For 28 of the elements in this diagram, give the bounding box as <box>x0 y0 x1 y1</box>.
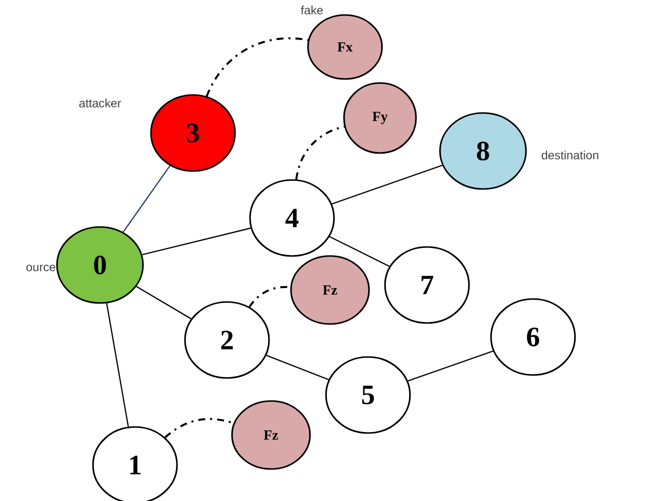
network-node: Fz <box>231 400 311 470</box>
connector <box>266 354 329 380</box>
network-node: 4 <box>249 179 335 257</box>
network-node: 3 <box>150 94 236 172</box>
network-node: Fx <box>307 14 383 80</box>
connector <box>408 350 494 382</box>
connector <box>295 126 345 180</box>
connector <box>329 236 390 267</box>
network-node: 0 <box>56 226 144 304</box>
network-node: 7 <box>384 246 470 324</box>
network-node: 6 <box>490 298 576 376</box>
connector <box>206 37 308 97</box>
network-node: 8 <box>439 112 527 190</box>
network-node: 1 <box>92 426 178 501</box>
network-node: 5 <box>325 356 411 434</box>
network-node: Fy <box>343 82 417 154</box>
node-caption: ource <box>26 264 56 272</box>
node-caption: destination <box>542 150 598 160</box>
connector <box>136 286 192 320</box>
connector <box>164 418 234 438</box>
network-node: Fz <box>290 255 370 325</box>
connector <box>122 165 170 232</box>
connector <box>106 303 129 427</box>
connector <box>142 228 251 256</box>
network-node: 2 <box>184 301 270 379</box>
node-caption: attacker <box>79 98 122 108</box>
node-caption: fake <box>300 6 323 14</box>
connector <box>332 164 442 205</box>
